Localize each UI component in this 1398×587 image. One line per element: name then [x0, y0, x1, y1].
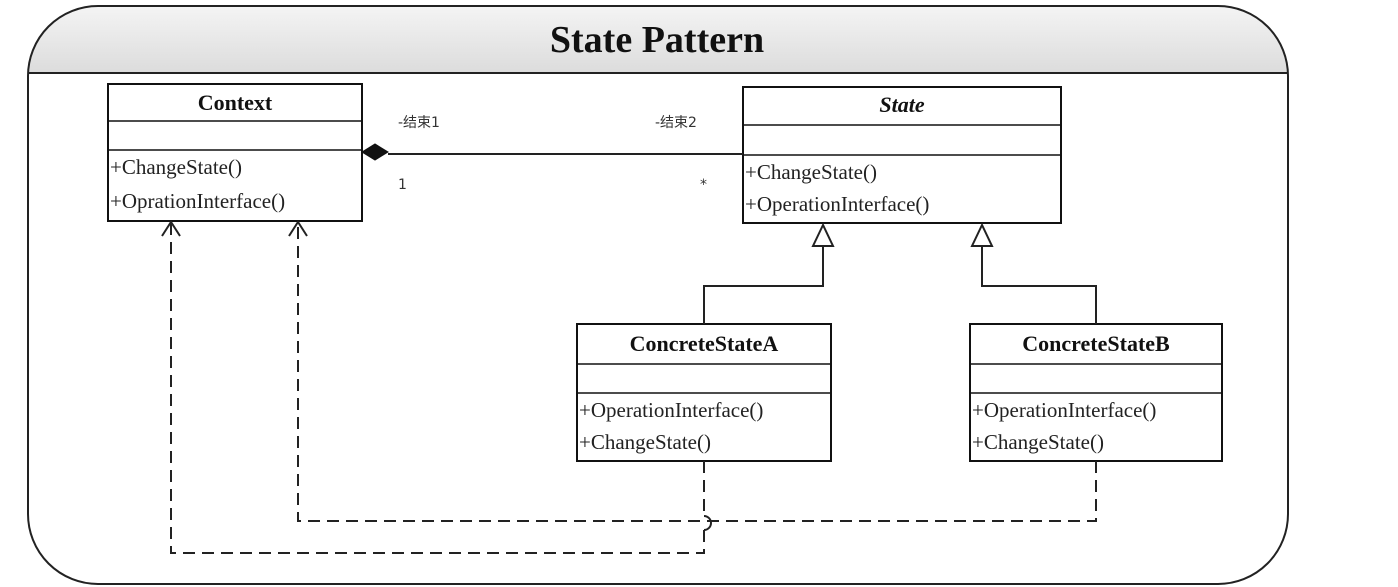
operation: +OperationInterface() — [579, 398, 763, 422]
class-context: Context +ChangeState() +OprationInterfac… — [107, 83, 363, 222]
dependency-concrete-a-to-context — [161, 220, 712, 554]
composition-association — [361, 143, 743, 161]
class-name: Context — [198, 90, 273, 115]
class-concrete-state-b: ConcreteStateB +OperationInterface() +Ch… — [969, 323, 1223, 462]
operation: +ChangeState() — [972, 430, 1104, 454]
association-end2-multiplicity: * — [700, 177, 707, 193]
dependency-concrete-b-to-context — [288, 220, 1097, 522]
generalization-concrete-b — [970, 222, 1097, 324]
operation: +ChangeState() — [745, 160, 877, 184]
association-end2-role: -结束2 — [655, 115, 697, 131]
generalization-concrete-a — [703, 222, 835, 324]
class-name: ConcreteStateA — [630, 331, 779, 356]
operation: +OperationInterface() — [745, 192, 929, 216]
class-state: State +ChangeState() +OperationInterface… — [742, 86, 1062, 224]
operation: +ChangeState() — [579, 430, 711, 454]
association-end1-role: -结束1 — [398, 115, 440, 131]
operation: +ChangeState() — [110, 155, 242, 179]
class-name: ConcreteStateB — [1022, 331, 1170, 356]
diagram-title: State Pattern — [550, 19, 764, 61]
operation: +OperationInterface() — [972, 398, 1156, 422]
class-concrete-state-a: ConcreteStateA +OperationInterface() +Ch… — [576, 323, 832, 462]
diagram-frame — [27, 5, 1289, 585]
class-name: State — [879, 92, 924, 117]
operation: +OprationInterface() — [110, 189, 285, 213]
association-end1-multiplicity: 1 — [398, 177, 407, 193]
